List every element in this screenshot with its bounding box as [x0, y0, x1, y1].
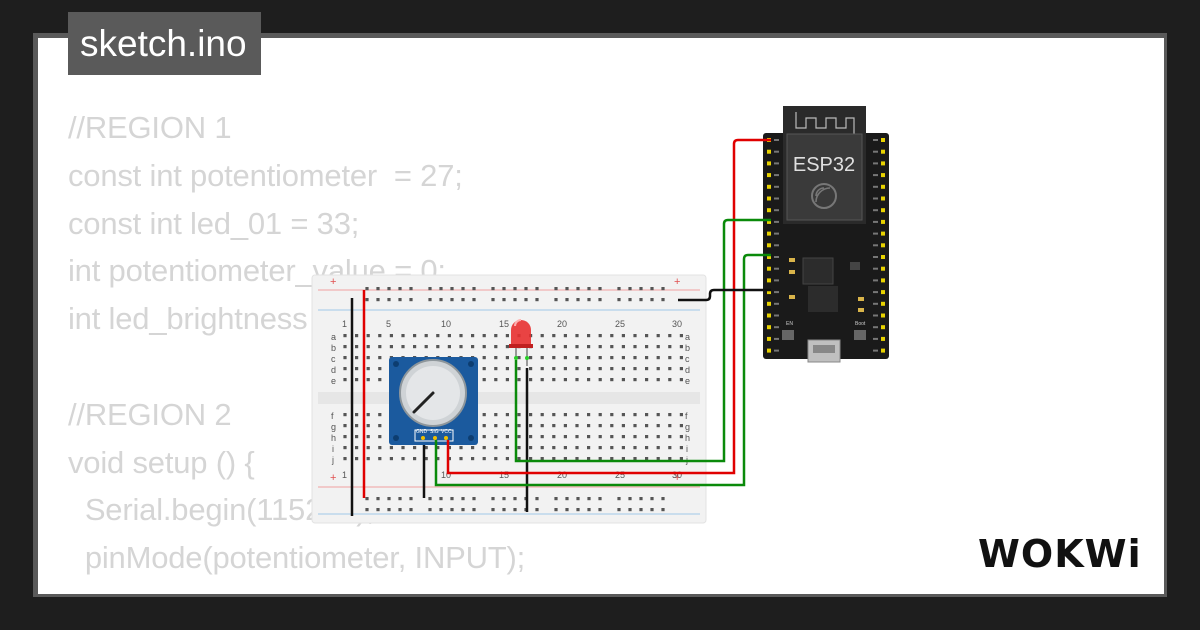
en-button[interactable]	[782, 330, 794, 340]
code-line: //REGION 2	[68, 396, 232, 432]
column-number: 20	[557, 470, 567, 480]
wire-green	[434, 253, 771, 487]
code-line: pinMode(potentiometer, INPUT);	[68, 540, 526, 576]
row-letter: g	[685, 422, 690, 432]
wire-black	[678, 288, 771, 302]
pin-label-gnd: GND	[416, 429, 428, 435]
wire-red	[446, 138, 771, 475]
column-number: 15	[499, 470, 509, 480]
row-letter: e	[331, 376, 336, 386]
wire-green	[514, 218, 771, 463]
row-letter: f	[331, 411, 334, 421]
power-rail-holes-top	[365, 287, 665, 302]
row-letter: b	[331, 343, 336, 353]
row-letter: f	[685, 411, 688, 421]
code-line: void setup () {	[68, 444, 255, 480]
code-line: //REGION 1	[68, 110, 232, 145]
row-letter: d	[331, 365, 336, 375]
pin-label-sig: SIG	[430, 429, 439, 435]
boot-label: Boot	[855, 321, 866, 327]
esp32-pins-right	[873, 138, 885, 353]
row-letter: a	[331, 332, 336, 342]
rail-plus-label: +	[674, 276, 680, 288]
espressif-logo-icon	[811, 183, 837, 209]
column-number: 15	[499, 319, 509, 329]
esp32-label: ESP32	[793, 154, 855, 176]
row-letter: j	[331, 455, 334, 465]
column-number: 10	[441, 319, 451, 329]
pin-label-vcc: VCC	[441, 429, 452, 435]
row-letter: h	[331, 433, 336, 443]
column-number: 30	[672, 319, 682, 329]
knob-indicator	[412, 391, 435, 414]
potentiometer[interactable]: GND SIG VCC	[389, 357, 478, 445]
rail-plus-label: +	[330, 472, 336, 484]
row-letter: b	[685, 343, 690, 353]
row-letter: e	[685, 376, 690, 386]
wokwi-logo-text: WOKWi	[978, 532, 1142, 576]
row-letter: c	[685, 354, 690, 364]
code-line: int potentiometer_value = 0;	[68, 253, 446, 289]
row-letter: g	[331, 422, 336, 432]
power-rail-holes-bottom	[365, 497, 665, 512]
code-line: pinMode(led_01, OUTPUT);	[68, 582, 525, 594]
esp32-devkit[interactable]: ESP32 EN Boot	[763, 106, 889, 363]
code-line: const int potentiometer = 27;	[68, 157, 463, 193]
file-tab[interactable]: sketch.ino	[68, 12, 261, 75]
column-number: 30	[672, 470, 682, 480]
led-red[interactable]	[509, 319, 533, 366]
rail-plus-label: +	[330, 276, 336, 288]
row-letter: d	[685, 365, 690, 375]
row-letter: i	[332, 444, 334, 454]
esp32-wires	[434, 138, 771, 487]
column-number: 5	[386, 319, 391, 329]
breadboard-jumpers	[350, 290, 529, 516]
row-letter: i	[686, 444, 688, 454]
column-number: 10	[441, 470, 451, 480]
column-number: 25	[615, 470, 625, 480]
row-letter: a	[685, 332, 690, 342]
row-letter: h	[685, 433, 690, 443]
rail-plus-label: +	[674, 472, 680, 484]
column-number: 1	[342, 470, 347, 480]
column-number: 25	[615, 319, 625, 329]
column-number: 20	[557, 319, 567, 329]
wokwi-logo: WOKWi	[978, 532, 1142, 576]
code-line: const int led_01 = 33;	[68, 205, 360, 241]
en-label: EN	[786, 321, 793, 327]
row-letter: c	[331, 354, 336, 364]
boot-button[interactable]	[854, 330, 866, 340]
column-number: 1	[342, 319, 347, 329]
